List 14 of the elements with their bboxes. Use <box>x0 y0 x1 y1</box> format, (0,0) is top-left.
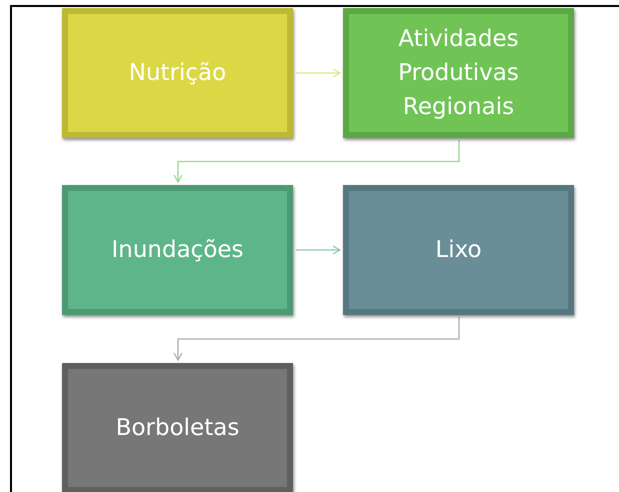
arrow <box>296 245 341 255</box>
box-label: Atividades Produtivas Regionais <box>397 25 520 122</box>
process-box <box>62 8 293 138</box>
box-label: Borboletas <box>116 414 240 443</box>
box-label: Inundações <box>111 236 244 265</box>
process-box <box>62 363 293 492</box>
process-box <box>343 8 574 138</box>
box-label: Lixo <box>435 236 482 265</box>
process-box <box>343 185 574 315</box>
box-label: Nutrição <box>128 59 226 88</box>
arrow <box>173 140 460 183</box>
arrow <box>296 68 341 78</box>
arrow <box>173 317 460 361</box>
process-box <box>62 185 293 315</box>
